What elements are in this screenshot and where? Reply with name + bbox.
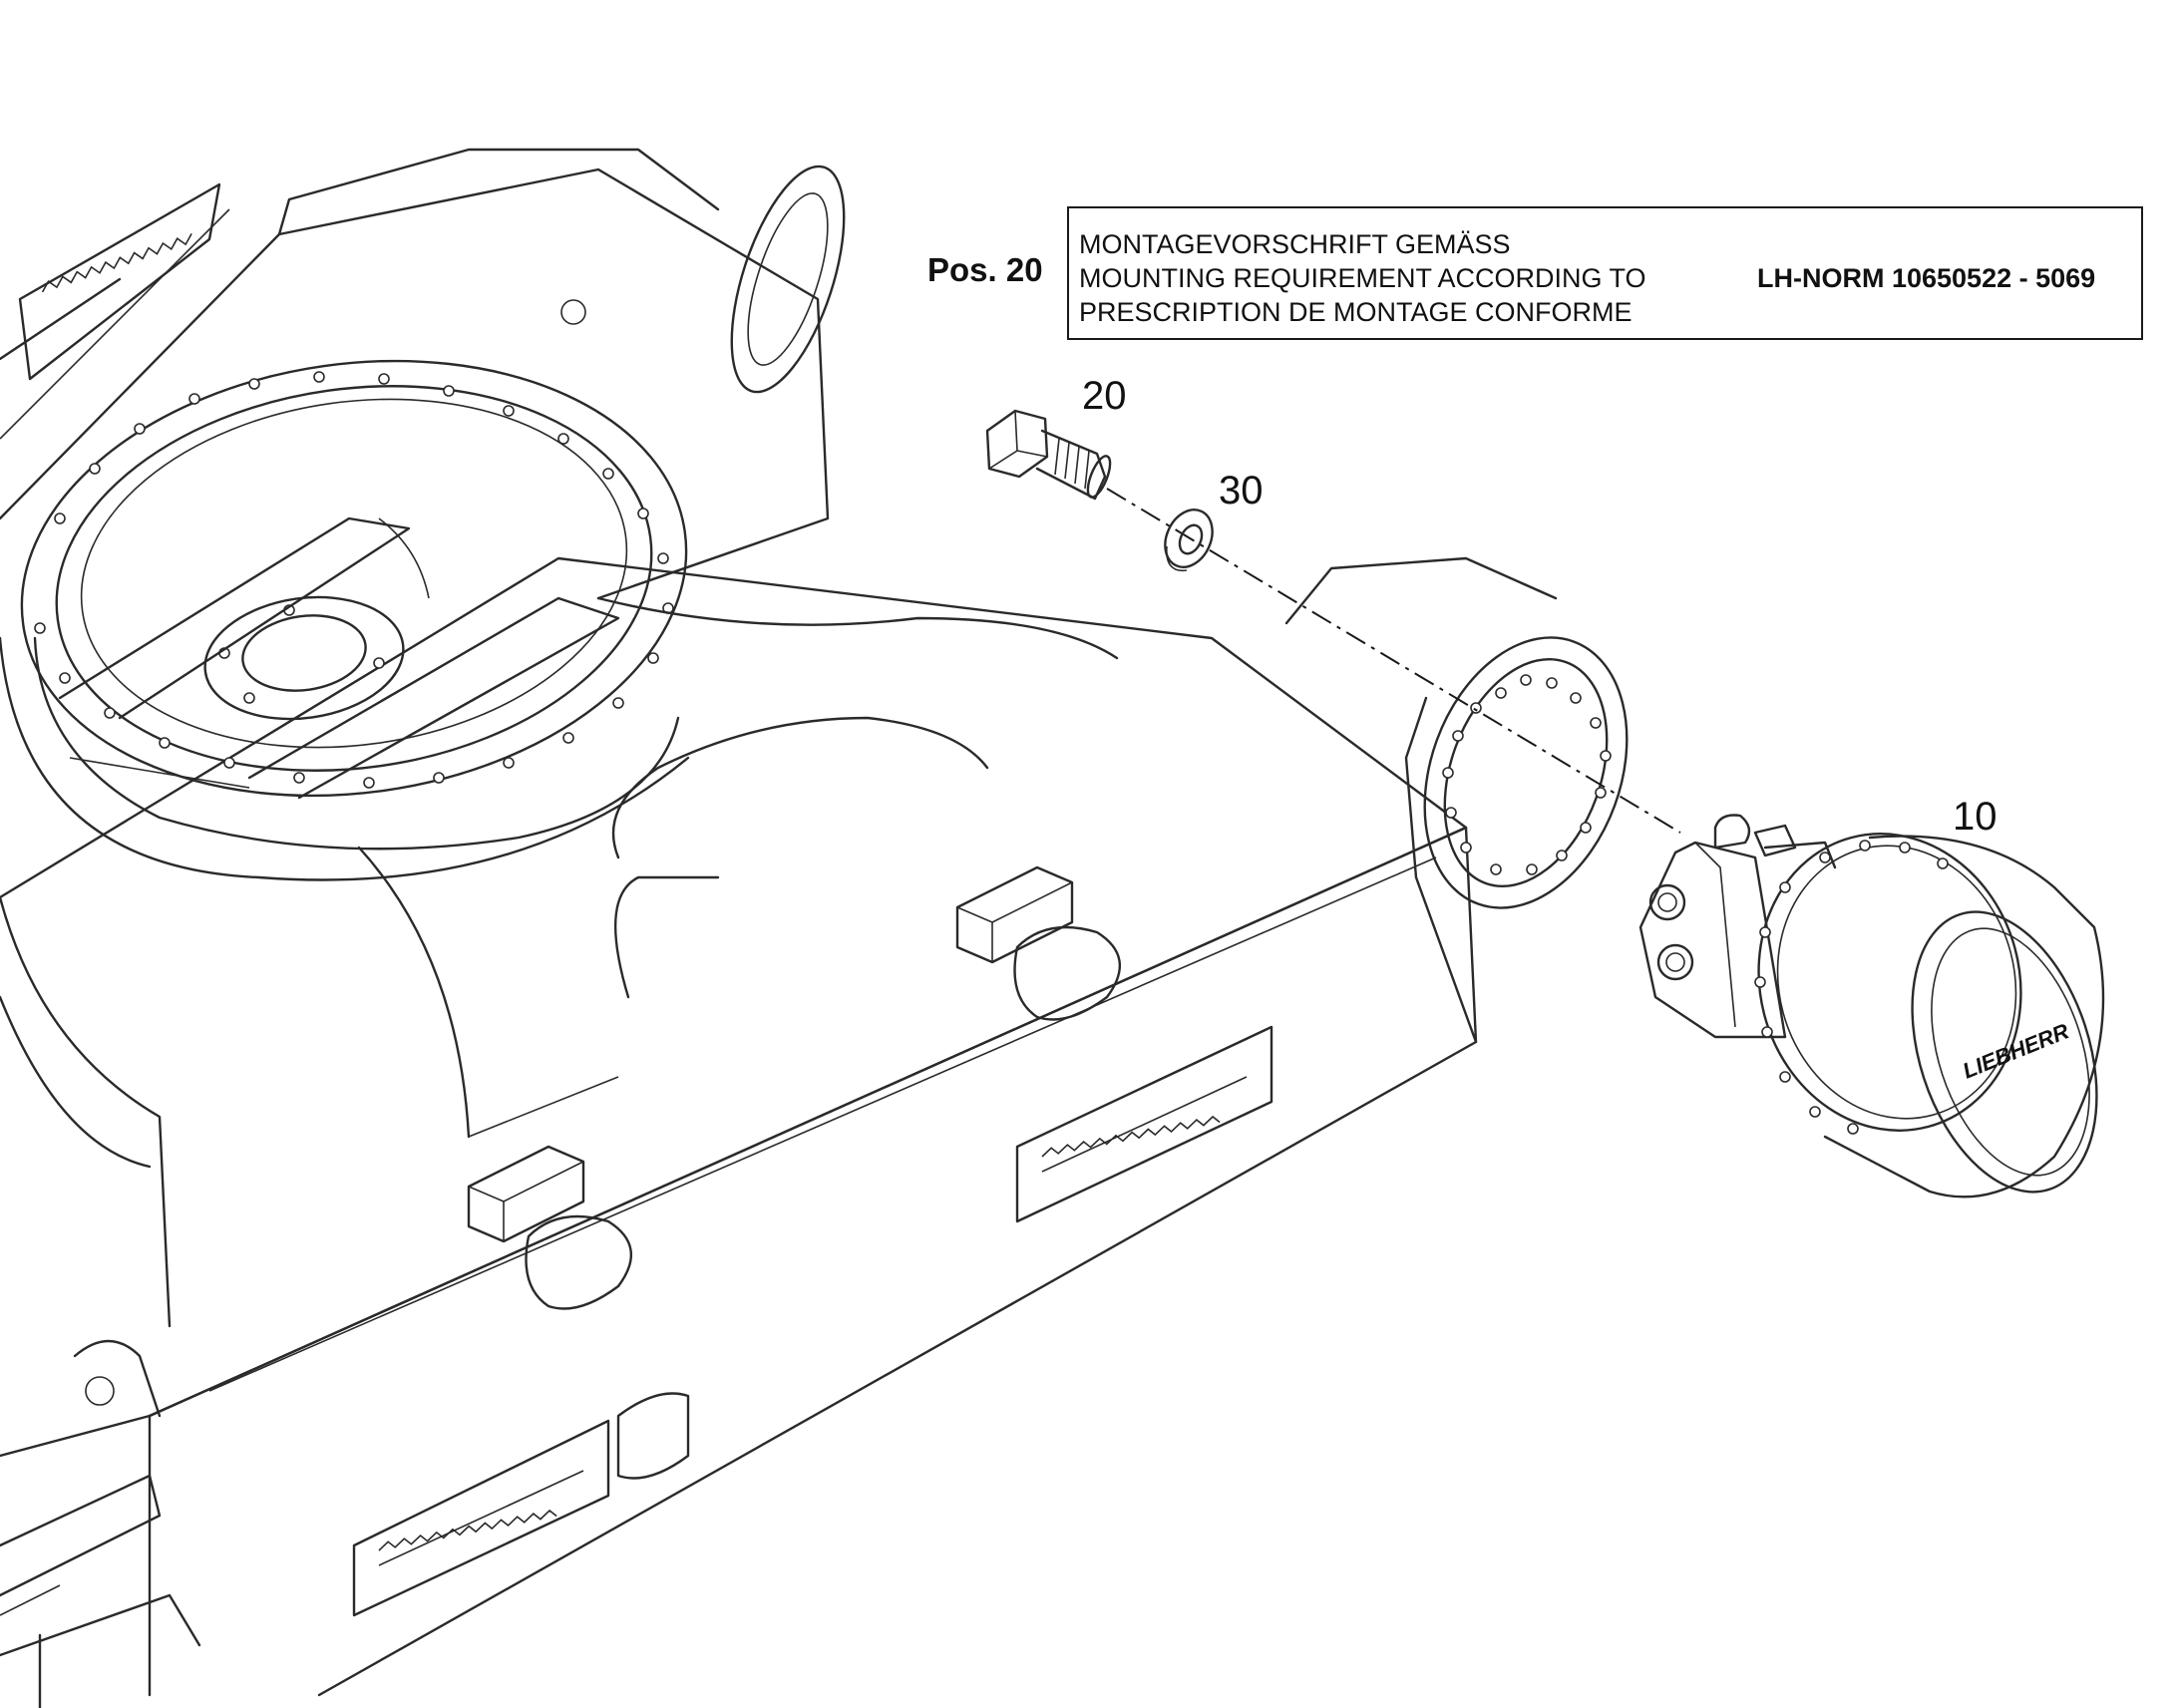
washer bbox=[1164, 509, 1214, 572]
flange-bolt-holes bbox=[1754, 840, 1949, 1135]
travel-gearbox: LIEBHERR bbox=[1638, 814, 2105, 1198]
position-label: Pos. 20 bbox=[927, 251, 1043, 288]
mounting-note: Pos. 20 MONTAGEVORSCHRIFT GEMÄSS MOUNTIN… bbox=[927, 206, 2143, 340]
track-guide-block-2 bbox=[467, 1145, 632, 1310]
assembly-axis-line bbox=[1106, 488, 1681, 834]
ring-bolt-holes bbox=[34, 371, 674, 789]
undercarriage-frame bbox=[0, 148, 1629, 1708]
note-line-de: MONTAGEVORSCHRIFT GEMÄSS bbox=[1079, 229, 1511, 259]
callout-20: 20 bbox=[1082, 374, 1127, 418]
note-line-fr: PRESCRIPTION DE MONTAGE CONFORME bbox=[1079, 297, 1633, 327]
norm-reference: LH-NORM 10650522 - 5069 bbox=[1757, 263, 2095, 293]
toothed-rack-rail bbox=[352, 1025, 1273, 1617]
note-box bbox=[1067, 206, 2143, 340]
hex-bolt bbox=[985, 409, 1112, 501]
callout-30: 30 bbox=[1219, 469, 1264, 512]
hub-bolt-holes bbox=[1442, 674, 1612, 875]
note-line-en: MOUNTING REQUIREMENT ACCORDING TO bbox=[1079, 263, 1646, 293]
track-guide-block bbox=[955, 865, 1121, 1021]
callout-10: 10 bbox=[1953, 795, 1998, 839]
